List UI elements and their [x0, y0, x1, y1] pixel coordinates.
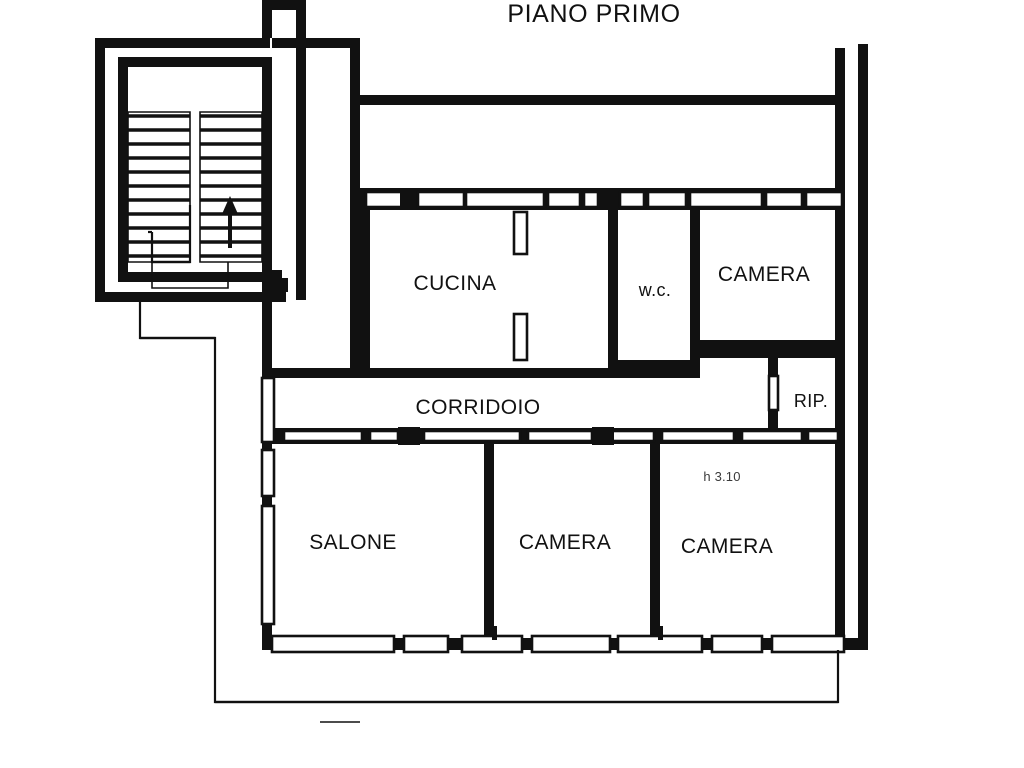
room-label-cucina: CUCINA: [414, 272, 497, 295]
lower-room-partitions: [484, 444, 660, 638]
south-facade-windows: [270, 626, 846, 654]
corridor-south-wall: [272, 427, 845, 445]
corridor-pillar-left: [398, 427, 420, 445]
west-facade-openings: [260, 376, 276, 626]
room-label-camera-1: CAMERA: [718, 263, 810, 286]
room-label-wc: w.c.: [638, 280, 672, 300]
room-label-rip: RIP.: [794, 391, 828, 411]
room-label-camera-2: CAMERA: [519, 531, 611, 554]
annotations: h 3.10: [703, 469, 740, 484]
upper-room-partitions: [350, 210, 845, 378]
room-label-corridoio: CORRIDOIO: [416, 396, 541, 419]
cucina-pilaster-upper: [512, 210, 529, 256]
cucina-pilaster-lower: [512, 312, 529, 362]
room-labels: CUCINA w.c. CAMERA CORRIDOIO RIP. SALONE…: [309, 263, 828, 558]
stairwell-block: [95, 38, 288, 302]
stair-treads-left: [128, 114, 190, 258]
north-partition-wall: [360, 188, 845, 210]
balcony-outline: [138, 302, 840, 723]
stair-direction-arrow-icon: [222, 196, 238, 248]
ceiling-height-label: h 3.10: [703, 469, 740, 484]
room-label-camera-3: CAMERA: [681, 535, 773, 558]
entry-corridor-walls: [262, 0, 360, 378]
landing-column: [262, 270, 288, 300]
page-title: PIANO PRIMO: [507, 0, 680, 28]
corridor-pillar-right: [592, 427, 614, 445]
room-label-salone: SALONE: [309, 531, 397, 554]
